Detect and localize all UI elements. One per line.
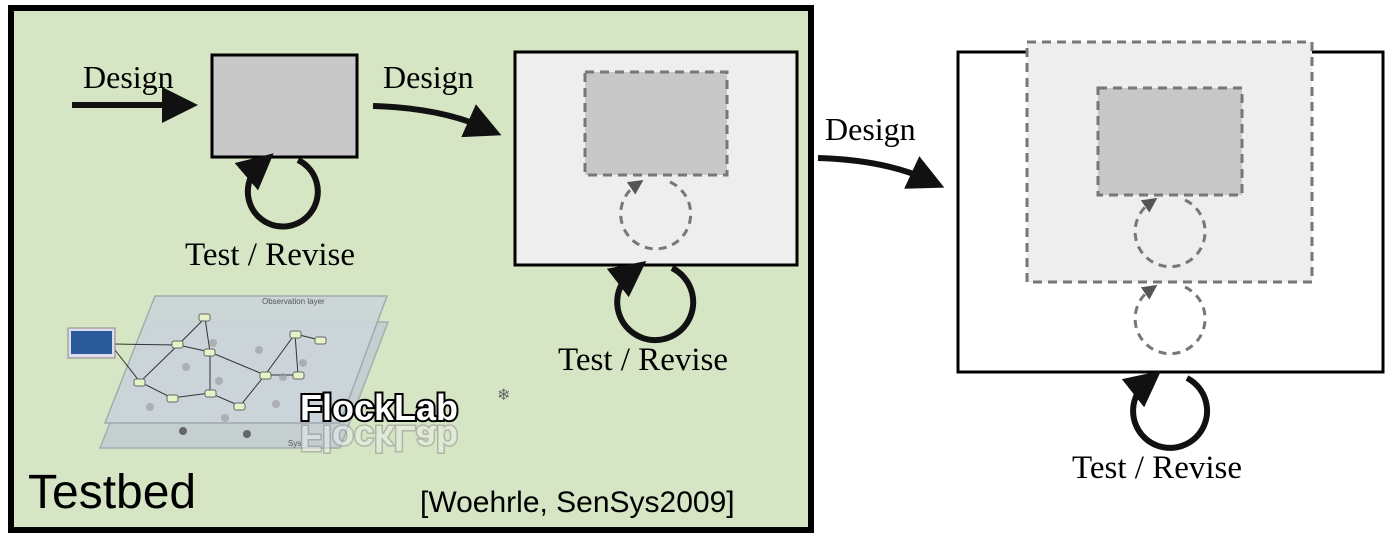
test-revise-loop-icon-2 [606, 260, 697, 344]
flocklab-logo-text: FlockLab [300, 387, 458, 428]
testbed-title: Testbed [28, 466, 196, 519]
testbed-network-image: Observation layer Sys [67, 295, 390, 449]
snowflake-icon: ❄ [497, 387, 510, 404]
test-revise-loop-icon-3 [1121, 370, 1211, 451]
design-arrow-3 [817, 155, 945, 189]
test-revise-label-2: Test / Revise [558, 342, 728, 378]
observation-layer-label: Observation layer [262, 297, 325, 306]
stage-1: Design Test / Revise [72, 53, 359, 273]
laptop-icon [67, 327, 116, 359]
stage-3: Design Test / Revise [817, 40, 1385, 486]
flocklab-logo: FlockLab FlockLab ❄ [298, 385, 510, 461]
stage-2: Design Test / Revise [372, 50, 799, 378]
previous-loop-icon-outer [1133, 284, 1207, 356]
design-arrow-2 [372, 103, 502, 138]
citation: [Woehrle, SenSys2009] [420, 486, 735, 519]
test-revise-label-3: Test / Revise [1072, 450, 1242, 486]
system-layer-label: Sys [288, 439, 301, 448]
test-revise-loop-icon-1 [234, 153, 321, 230]
design-label-1: Design [83, 59, 174, 95]
previous-system-box [583, 70, 729, 177]
design-label-3: Design [825, 111, 916, 147]
system-box-1 [210, 53, 359, 159]
previous-loop-icon [619, 179, 693, 251]
previous-system-box-inner [1096, 86, 1244, 197]
test-revise-label-1: Test / Revise [185, 237, 355, 273]
previous-loop-icon-inner [1133, 197, 1207, 269]
flocklab-logo-reflection: FlockLab [300, 418, 458, 459]
design-label-2: Design [383, 59, 474, 95]
